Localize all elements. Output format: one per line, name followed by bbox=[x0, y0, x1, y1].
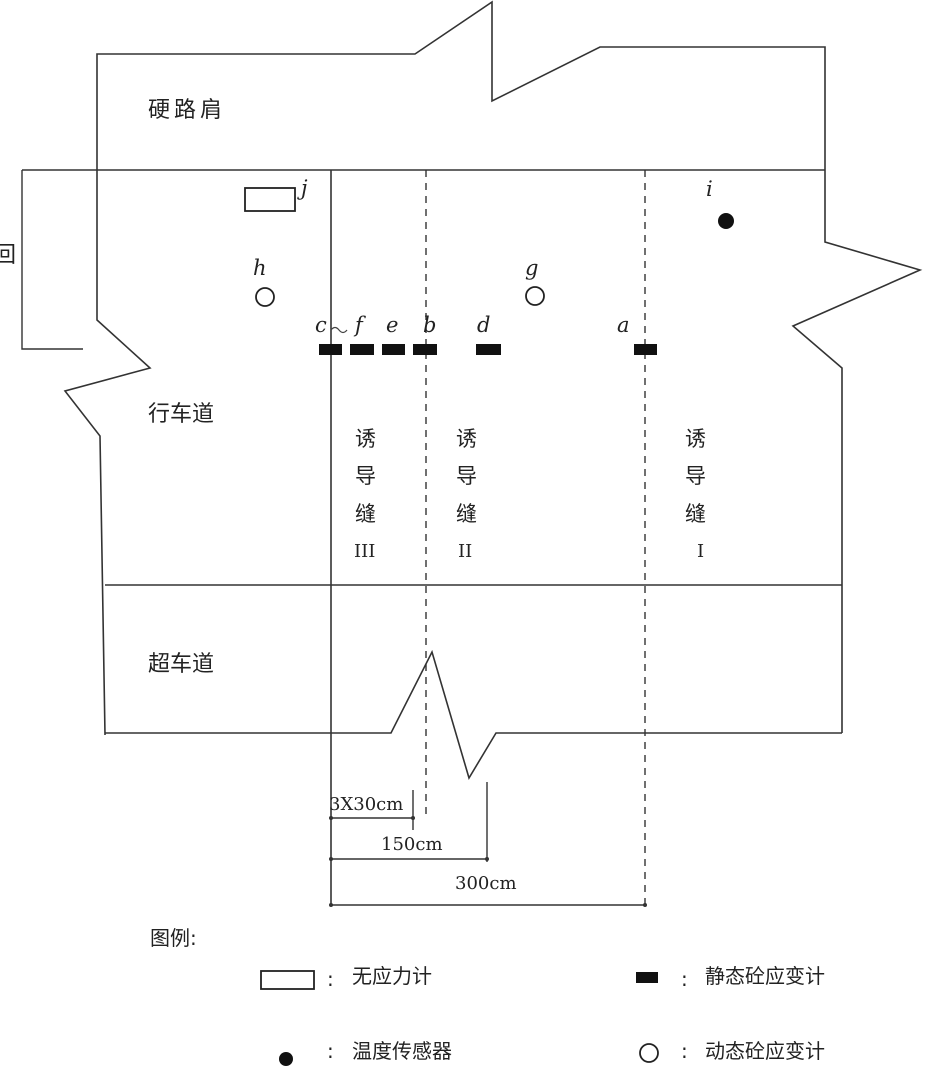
legend-stress-free-meter: 无应力计 bbox=[352, 964, 432, 988]
joint-label-i: 诱 导 缝 I bbox=[685, 427, 706, 562]
static-strain-gauge-e bbox=[382, 344, 405, 355]
svg-text:III: III bbox=[354, 541, 375, 562]
point-label-f: f bbox=[353, 313, 366, 337]
legend-temperature-sensor: 温度传感器 bbox=[352, 1039, 452, 1063]
point-label-a: a bbox=[617, 313, 630, 337]
dimension-300: 300cm bbox=[329, 873, 647, 907]
svg-text:缝: 缝 bbox=[456, 502, 477, 526]
legend-sep: : bbox=[327, 967, 334, 991]
static-strain-gauge-b bbox=[413, 344, 437, 355]
static-strain-gauge-a bbox=[634, 344, 657, 355]
svg-text:缝: 缝 bbox=[355, 502, 376, 526]
legend-sep: : bbox=[681, 967, 688, 991]
legend-dynamic-strain-gauge-icon bbox=[639, 1043, 659, 1063]
point-label-h: h bbox=[253, 256, 267, 280]
point-label-b: b bbox=[423, 313, 436, 337]
svg-text:II: II bbox=[458, 541, 472, 562]
stress-free-meter-j bbox=[244, 187, 296, 212]
dynamic-strain-gauge-g bbox=[525, 286, 545, 306]
svg-text:150cm: 150cm bbox=[381, 834, 443, 855]
svg-text:300cm: 300cm bbox=[455, 873, 517, 894]
zone-label-hard-shoulder: 硬路肩 bbox=[148, 98, 226, 123]
slab-bottom-edge bbox=[105, 649, 842, 780]
joint-label-ii: 诱 导 缝 II bbox=[456, 427, 477, 562]
point-label-c: c bbox=[315, 313, 327, 337]
svg-text:诱: 诱 bbox=[355, 427, 376, 451]
svg-text:缝: 缝 bbox=[685, 502, 706, 526]
static-strain-gauge-f bbox=[350, 344, 374, 355]
slab-right-edge bbox=[791, 170, 923, 733]
legend-static-strain-gauge: 静态砼应变计 bbox=[705, 964, 825, 988]
svg-text:导: 导 bbox=[685, 464, 706, 488]
point-label-d: d bbox=[477, 313, 490, 337]
temperature-sensor-i bbox=[718, 213, 734, 229]
zone-label-driving-lane: 行车道 bbox=[148, 402, 214, 427]
svg-text:3X30cm: 3X30cm bbox=[329, 794, 403, 815]
zone-label-overtaking-lane: 超车道 bbox=[148, 652, 214, 677]
svg-text:导: 导 bbox=[355, 464, 376, 488]
legend-sep: : bbox=[327, 1039, 334, 1063]
svg-text:导: 导 bbox=[456, 464, 477, 488]
wavy-mark bbox=[330, 326, 348, 334]
svg-text:诱: 诱 bbox=[685, 427, 706, 451]
point-label-i: i bbox=[706, 177, 713, 201]
svg-text:I: I bbox=[697, 541, 704, 562]
static-strain-gauge-c bbox=[319, 344, 342, 355]
legend-static-strain-gauge-icon bbox=[636, 972, 658, 983]
legend-title: 图例: bbox=[150, 926, 197, 950]
svg-text:诱: 诱 bbox=[456, 427, 477, 451]
dimension-150: 150cm bbox=[329, 834, 489, 861]
legend-stress-free-meter-icon bbox=[260, 970, 315, 990]
legend-temperature-sensor-icon bbox=[279, 1052, 293, 1066]
legend-sep: : bbox=[681, 1039, 688, 1063]
hard-shoulder-outline bbox=[96, 0, 826, 170]
left-dimension-bracket bbox=[21, 170, 83, 350]
side-label: 回 bbox=[0, 243, 16, 268]
dimension-3x30: 3X30cm bbox=[329, 794, 415, 820]
slab-left-edge bbox=[63, 170, 152, 736]
point-label-e: e bbox=[386, 313, 398, 337]
joint-label-iii: 诱 导 缝 III bbox=[354, 427, 376, 562]
dynamic-strain-gauge-h bbox=[255, 287, 275, 307]
point-label-j: j bbox=[297, 176, 308, 200]
legend-dynamic-strain-gauge: 动态砼应变计 bbox=[705, 1039, 825, 1063]
point-label-g: g bbox=[525, 256, 538, 280]
static-strain-gauge-d bbox=[476, 344, 501, 355]
